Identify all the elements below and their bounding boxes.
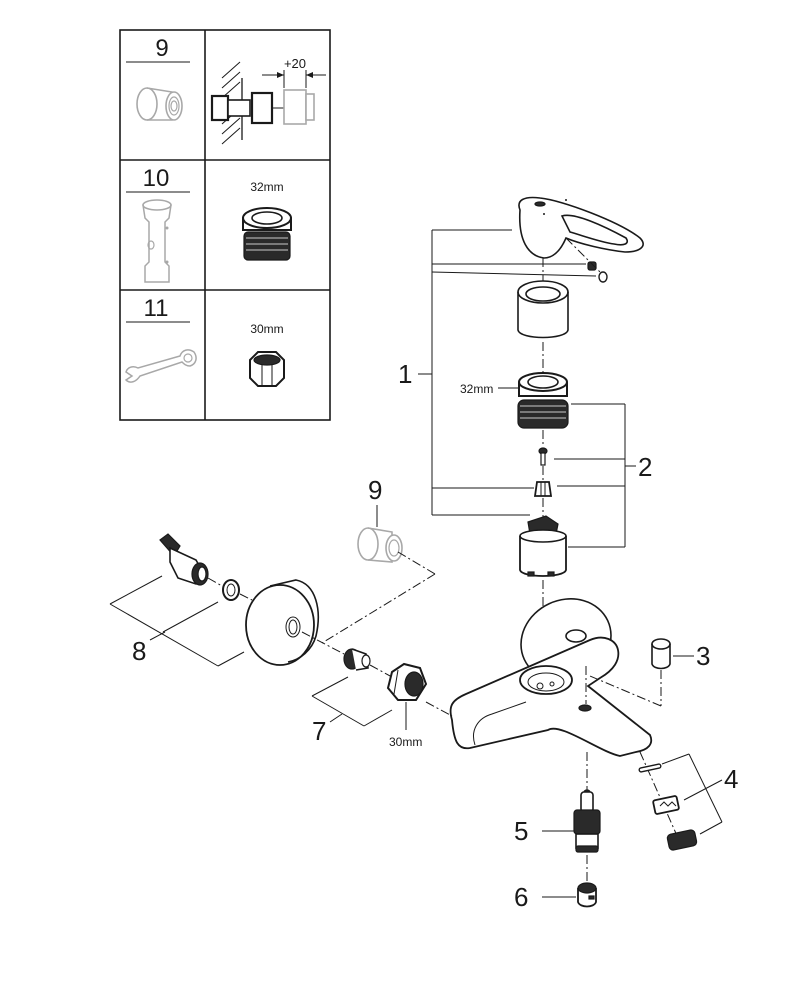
- cartridge-nut-size-callout: 32mm: [460, 382, 493, 396]
- nozzle-part: [577, 882, 597, 908]
- callout-2-label: 2: [638, 452, 652, 482]
- callout-1-bracket: 1: [398, 229, 597, 516]
- tool-number-11: 11: [144, 295, 169, 322]
- socket-wrench-icon: [142, 199, 172, 283]
- callout-4-bracket: 4: [661, 753, 738, 835]
- cartridge-nut-part: [517, 372, 569, 429]
- tool-number-9: 9: [155, 35, 168, 62]
- extension-length-label: +20: [284, 56, 306, 71]
- cartridge-nut-icon: [242, 207, 292, 261]
- callout-9-label: 9: [368, 475, 382, 505]
- cap-part: [651, 638, 671, 670]
- callout-2-bracket: 2: [554, 403, 652, 548]
- aerator-parts: [638, 763, 698, 851]
- callout-6-label: 6: [514, 882, 528, 912]
- mixer-body-part: [449, 598, 653, 757]
- s-union-part: [159, 533, 209, 586]
- callout-3-label: 3: [696, 641, 710, 671]
- tool-table: 9: [119, 29, 331, 421]
- tool-row-11: 11 30mm: [124, 295, 285, 387]
- extension-part-optional: [357, 527, 403, 563]
- diverter-part: [573, 789, 601, 853]
- extension-dimension-icon: +20: [210, 56, 326, 145]
- hex-nut-size-label: 30mm: [250, 322, 283, 336]
- callout-7-bracket: 7: [311, 676, 393, 746]
- hex-nut-size-callout: 30mm: [389, 735, 422, 749]
- lever-handle-part: [518, 196, 644, 259]
- eccentric-part: [343, 648, 371, 671]
- escutcheon-part: [245, 579, 319, 666]
- cover-sleeve-part: [517, 280, 569, 339]
- washer-part: [222, 579, 240, 601]
- tool-row-9: 9: [126, 35, 326, 145]
- cartridge-part: [519, 515, 567, 577]
- extension-piece-icon: [136, 87, 183, 121]
- callout-8-label: 8: [132, 636, 146, 666]
- callout-5-label: 5: [514, 816, 528, 846]
- open-end-wrench-icon: [124, 349, 197, 383]
- handle-screw-part: [565, 237, 608, 283]
- hex-nut-icon: [249, 351, 285, 387]
- screw-part: [538, 447, 548, 466]
- callout-7-label: 7: [312, 716, 326, 746]
- tool-row-10: 10 32mm: [126, 165, 292, 283]
- hex-nut-part: [386, 662, 428, 701]
- cartridge-nut-size-label: 32mm: [250, 180, 283, 194]
- callout-1-label: 1: [398, 359, 412, 389]
- tool-number-10: 10: [143, 165, 170, 192]
- callout-4-label: 4: [724, 764, 738, 794]
- callout-8-bracket: 8: [109, 575, 245, 667]
- adapter-part: [533, 481, 553, 497]
